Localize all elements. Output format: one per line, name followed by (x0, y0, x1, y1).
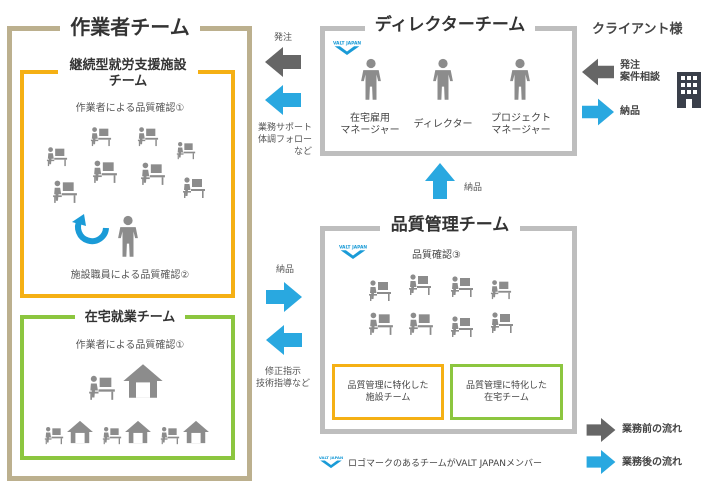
house-icon (66, 420, 94, 444)
delivery-right-label: 納品 (275, 265, 294, 275)
role-line2: マネージャー (340, 125, 400, 136)
home-check1-label: 作業者による品質確認① (75, 340, 185, 351)
manager-person-icon (360, 58, 382, 102)
qc-sub1-line2: 施設チーム (365, 393, 411, 403)
fix-label: 修正指示 技術指導など (248, 366, 318, 390)
staff-person-icon (117, 215, 139, 259)
worker-desk-icon (450, 274, 474, 298)
facility-check1-label: 作業者による品質確認① (75, 103, 185, 114)
client-delivery-label: 納品 (620, 106, 640, 117)
worker-desk-icon (137, 125, 159, 147)
director-role-director: ディレクター (413, 119, 473, 130)
client-order-line1: 発注 (620, 60, 640, 71)
qc-facility-subteam-label: 品質管理に特化した 施設チーム (332, 380, 444, 404)
fix-arrow-blue-left (266, 325, 302, 355)
order-arrow-gray-from-client (582, 58, 614, 86)
legend-before-label: 業務前の流れ (622, 424, 682, 435)
support-arrow-blue-left (265, 85, 301, 115)
building-icon (677, 72, 701, 108)
legend-before-arrow-gray (586, 418, 616, 442)
facility-check2-label: 施設職員による品質確認② (70, 270, 190, 281)
delivery-arrow-blue-right (266, 282, 302, 312)
qc-team-title: 品質管理チーム (380, 212, 520, 238)
house-icon (122, 362, 164, 400)
delivery-arrow-blue-up (425, 163, 455, 199)
worker-desk-icon (102, 425, 122, 445)
qc-sub2-line2: 在宅チーム (484, 393, 529, 403)
facility-team-title-line2: チーム (108, 74, 148, 89)
worker-desk-icon (368, 278, 392, 302)
worker-desk-icon (408, 272, 432, 296)
qc-facility-subteam (332, 364, 444, 420)
house-icon (182, 420, 210, 444)
worker-desk-icon (160, 425, 180, 445)
worker-desk-icon (368, 310, 394, 336)
facility-team-title-line1: 継続型就労支援施設 (69, 58, 187, 73)
worker-desk-icon (490, 278, 512, 300)
director-role-home-manager: 在宅雇用 マネージャー (335, 113, 405, 137)
support-label: 業務サポート 体調フォロー など (250, 122, 320, 158)
delivery-arrow-blue-to-client (582, 98, 614, 126)
director-role-project-manager: プロジェクト マネージャー (485, 113, 557, 137)
worker-desk-icon (44, 425, 64, 445)
worker-desk-icon (408, 310, 434, 336)
role-line1: 在宅雇用 (350, 113, 390, 124)
valt-japan-logo-icon (338, 242, 368, 262)
worker-desk-icon (182, 175, 206, 199)
qc-sub1-line1: 品質管理に特化した (347, 381, 429, 391)
home-team-title: 在宅就業チーム (75, 310, 185, 326)
worker-desk-icon (52, 178, 78, 204)
client-order-line2: 案件相談 (620, 72, 660, 83)
qc-check3-label: 品質確認③ (412, 250, 461, 261)
worker-desk-icon (176, 140, 196, 160)
role-line2: マネージャー (491, 125, 551, 136)
facility-team-title: 継続型就労支援施設 チーム (58, 58, 198, 90)
director-person-icon (432, 58, 454, 102)
worker-desk-icon (490, 310, 514, 334)
fix-label-line1: 修正指示 (264, 367, 301, 377)
fix-label-line2: 技術指導など (255, 379, 310, 389)
valt-japan-logo-icon (318, 454, 344, 470)
legend-logo-note: ロゴマークのあるチームがVALT JAPANメンバー (348, 459, 542, 469)
client-title: クライアント様 (592, 22, 683, 37)
worker-desk-icon (140, 160, 166, 186)
director-team-title: ディレクターチーム (365, 12, 535, 38)
legend-after-label: 業務後の流れ (622, 457, 682, 468)
support-label-line3: など (293, 147, 312, 157)
delivery-up-label: 納品 (464, 183, 483, 193)
legend-after-arrow-blue (586, 450, 616, 474)
client-order-label: 発注 案件相談 (620, 60, 660, 84)
worker-desk-icon (90, 125, 112, 147)
qc-sub2-line1: 品質管理に特化した (465, 381, 547, 391)
valt-japan-logo-icon (332, 38, 362, 58)
qc-home-subteam-label: 品質管理に特化した 在宅チーム (450, 380, 563, 404)
worker-desk-icon (450, 314, 474, 338)
order-label: 発注 (273, 33, 292, 43)
project-manager-person-icon (509, 58, 531, 102)
worker-desk-icon (46, 145, 68, 167)
support-label-line1: 業務サポート (257, 123, 312, 133)
worker-team-title: 作業者チーム (60, 14, 200, 40)
order-arrow-gray-left (265, 47, 301, 77)
qc-home-subteam (450, 364, 563, 420)
house-icon (124, 420, 152, 444)
worker-desk-icon (92, 158, 118, 184)
worker-desk-icon (88, 373, 116, 401)
role-line1: プロジェクト (491, 113, 551, 124)
rotate-arrow-icon (72, 214, 109, 245)
support-label-line2: 体調フォロー (257, 135, 312, 145)
